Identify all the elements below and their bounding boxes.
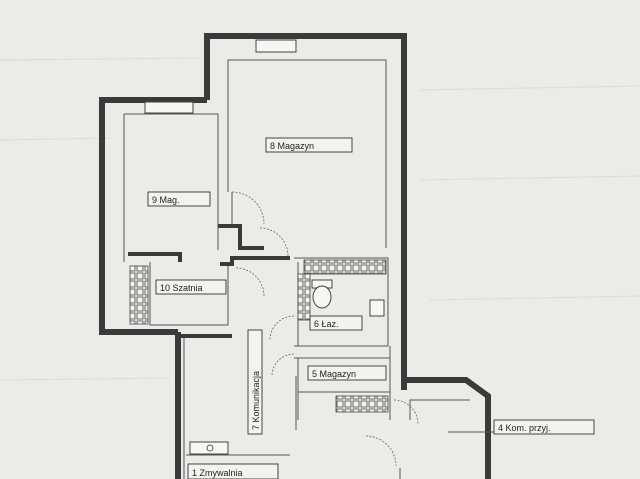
tiles-bath-left xyxy=(297,273,311,321)
svg-text:7 Komunikacja: 7 Komunikacja xyxy=(251,371,261,430)
room-10-label: 10 Szatnia xyxy=(155,279,227,295)
door-swings xyxy=(231,191,419,467)
wall-room4 xyxy=(401,377,491,479)
paper-texture xyxy=(0,57,640,381)
sink-fixture xyxy=(369,299,385,317)
wall-room9 xyxy=(99,97,207,335)
tiles-magazyn5-bottom xyxy=(335,395,389,413)
room-6-label: 6 Łaz. xyxy=(309,315,363,331)
tiles-room10-left xyxy=(129,265,149,325)
room-5-label: 5 Magazyn xyxy=(307,365,387,381)
room-1-label: 1 Zmywalnia xyxy=(187,463,279,479)
inner-walls xyxy=(123,59,470,479)
svg-text:8 Magazyn: 8 Magazyn xyxy=(270,141,314,151)
svg-text:10 Szatnia: 10 Szatnia xyxy=(160,283,203,293)
outer-walls xyxy=(99,33,491,479)
svg-text:9 Mag.: 9 Mag. xyxy=(152,195,180,205)
svg-text:5 Magazyn: 5 Magazyn xyxy=(312,369,356,379)
wall-room8 xyxy=(204,33,407,390)
zmywalnia-sink xyxy=(189,441,229,455)
room-8-label: 8 Magazyn xyxy=(265,137,353,153)
room-7-label: 7 Komunikacja xyxy=(247,329,263,435)
svg-text:1 Zmywalnia: 1 Zmywalnia xyxy=(192,468,243,478)
window-left xyxy=(144,101,194,114)
svg-text:4 Kom. przyj.: 4 Kom. przyj. xyxy=(498,423,551,433)
svg-text:6 Łaz.: 6 Łaz. xyxy=(314,319,339,329)
room-9-label: 9 Mag. xyxy=(147,191,211,207)
toilet-fixture xyxy=(311,279,333,309)
room-4-label: 4 Kom. przyj. xyxy=(448,419,595,435)
tiles-bath-top xyxy=(303,259,387,275)
window-top xyxy=(255,39,297,53)
